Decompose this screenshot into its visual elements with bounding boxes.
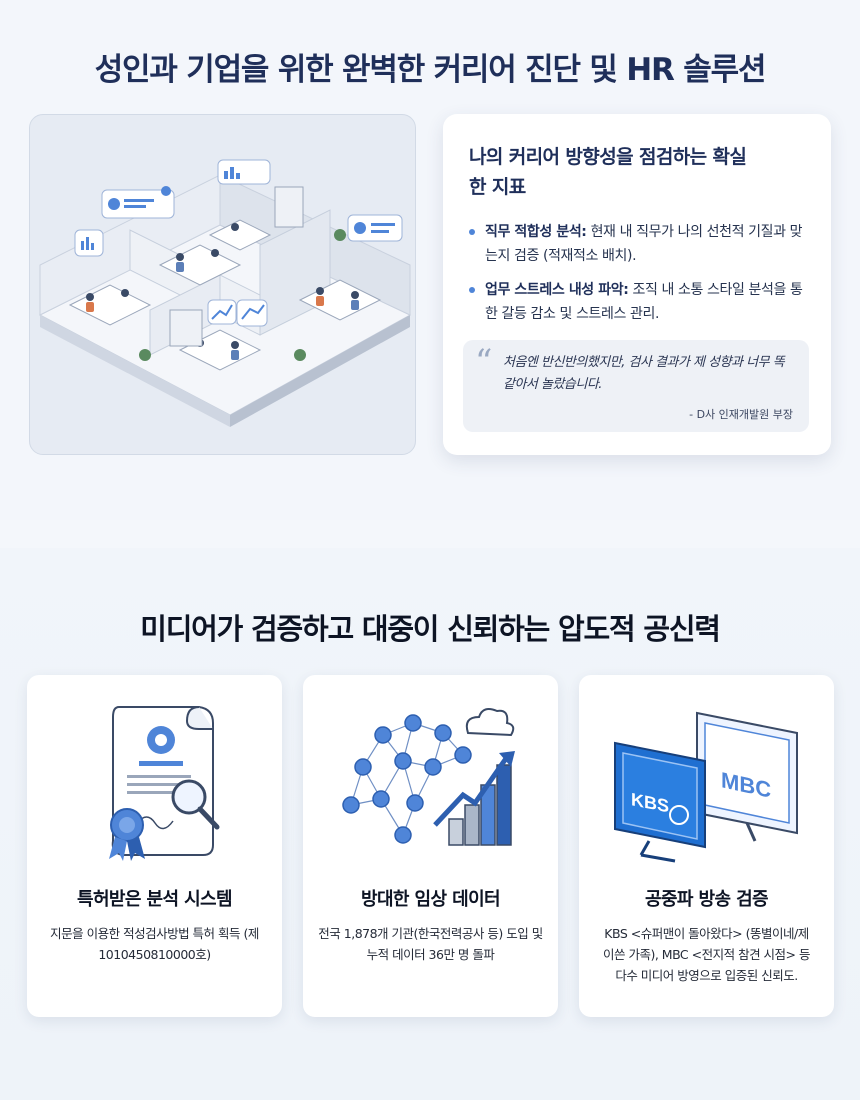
testimonial-quote: “ 처음엔 반신반의했지만, 검사 결과가 제 성향과 너무 똑같아서 놀랐습니… [463, 340, 809, 432]
broadcast-tv-icon: MBC KBS [579, 695, 834, 865]
quote-author: - D사 인재개발원 부장 [689, 408, 793, 421]
bullet-dot-icon [469, 287, 475, 293]
bullet-dot-icon [469, 229, 475, 235]
office-illustration [29, 114, 416, 455]
benefit-list: 직무 적합성 분석: 현재 내 직무가 나의 선천적 기질과 맞는지 검증 (적… [469, 220, 803, 326]
feature-title: 공중파 방송 검증 [644, 889, 769, 910]
feature-card-clinical-data: 방대한 임상 데이터 전국 1,878개 기관(한국전력공사 등) 도입 및 누… [303, 675, 558, 1017]
bullet-text: 조직 내 소통 스타일 분석을 통한 갈등 감소 및 스트레스 관리. [485, 282, 803, 322]
feature-title: 방대한 임상 데이터 [360, 889, 501, 910]
feature-description: 전국 1,878개 기관(한국전력공사 등) 도입 및 누적 데이터 36만 명… [318, 926, 543, 962]
feature-card-broadcast: MBC KBS 공중파 방송 검증 KBS <슈퍼맨이 돌아왔다> (똥별이네/… [579, 675, 834, 1017]
credibility-title: 미디어가 검증하고 대중이 신뢰하는 압도적 공신력 [140, 612, 721, 646]
isometric-office-icon [38, 159, 412, 427]
bullet-label: 직무 적합성 분석: [485, 224, 587, 240]
bullet-label: 업무 스트레스 내성 파악: [485, 282, 629, 298]
card-heading: 나의 커리어 방향성을 점검하는 확실한 지표 [469, 146, 747, 198]
feature-card-patent: 특허받은 분석 시스템 지문을 이용한 적성검사방법 특허 획득 (제 1010… [27, 675, 282, 1017]
feature-description: KBS <슈퍼맨이 돌아왔다> (똥별이네/제이쓴 가족), MBC <전지적 … [602, 926, 811, 983]
bullet-text: 현재 내 직무가 나의 선천적 기질과 맞는지 검증 (적재적소 배치). [485, 224, 803, 264]
feature-title: 특허받은 분석 시스템 [77, 889, 233, 910]
career-indicator-card: 나의 커리어 방향성을 점검하는 확실한 지표 직무 적합성 분석: 현재 내 … [443, 114, 831, 455]
patent-certificate-icon [27, 695, 282, 865]
main-title: 성인과 기업을 위한 완벽한 커리어 진단 및 HR 솔루션 [94, 52, 767, 88]
quote-mark-icon: “ [475, 342, 493, 382]
feature-description: 지문을 이용한 적성검사방법 특허 획득 (제 1010450810000호) [50, 926, 259, 962]
quote-text: 처음엔 반신반의했지만, 검사 결과가 제 성향과 너무 똑같아서 놀랐습니다. [503, 355, 785, 392]
list-item: 업무 스트레스 내성 파악: 조직 내 소통 스타일 분석을 통한 갈등 감소 … [469, 278, 803, 326]
data-network-icon [303, 695, 558, 865]
list-item: 직무 적합성 분석: 현재 내 직무가 나의 선천적 기질과 맞는지 검증 (적… [469, 220, 803, 268]
